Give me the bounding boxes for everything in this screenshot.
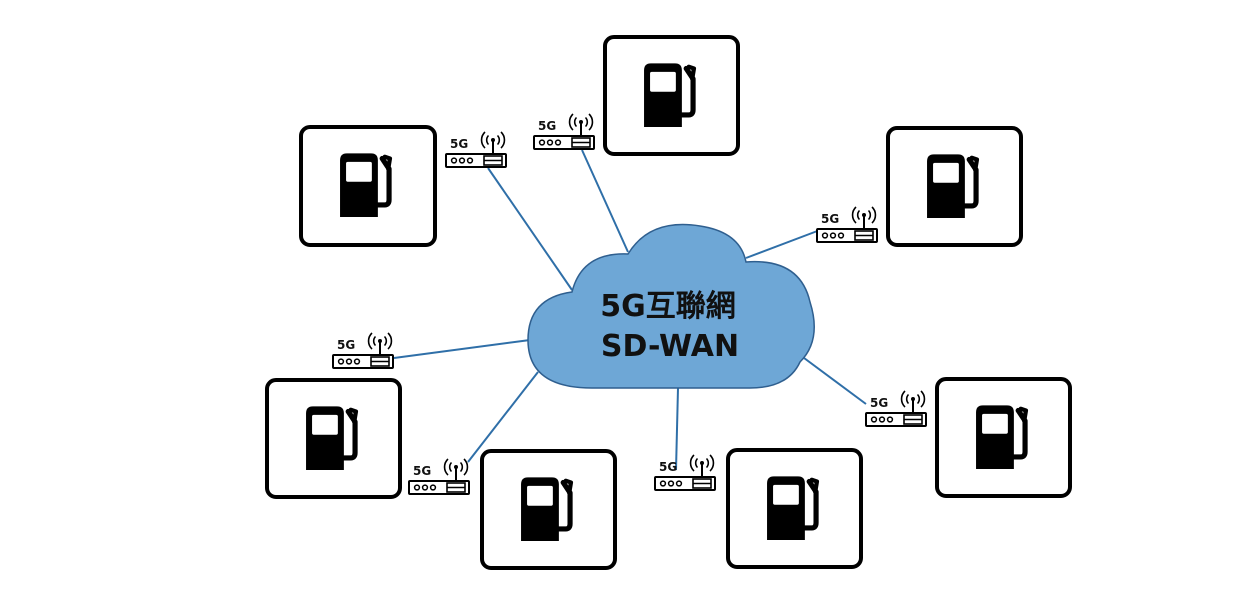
- station-bottom-right: [935, 377, 1072, 498]
- link-bottom-center: [675, 387, 679, 471]
- router-top-center: 5G: [533, 113, 595, 150]
- station-top-right: [886, 126, 1023, 247]
- sd-wan-cloud: 5G互聯網 SD-WAN: [527, 223, 815, 389]
- router-label: 5G: [538, 119, 556, 133]
- router-bottom-right: 5G: [865, 390, 927, 427]
- router-label: 5G: [659, 460, 677, 474]
- link-middle-left: [393, 339, 531, 359]
- cloud-title-line2: SD-WAN: [601, 329, 739, 364]
- link-top-left: [487, 167, 573, 291]
- station-middle-left: [265, 378, 402, 499]
- cloud-title-line1: 5G互聯網: [600, 289, 736, 324]
- router-middle-left: 5G: [332, 332, 394, 369]
- router-top-left: 5G: [445, 131, 507, 168]
- router-label: 5G: [870, 396, 888, 410]
- connection-lines: [393, 149, 867, 471]
- cloud-shape: [527, 223, 815, 389]
- router-label: 5G: [413, 464, 431, 478]
- station-bottom-center: [726, 448, 863, 569]
- link-bottom-right: [799, 354, 867, 405]
- router-label: 5G: [450, 137, 468, 151]
- router-label: 5G: [821, 212, 839, 226]
- router-label: 5G: [337, 338, 355, 352]
- router-bottom-left: 5G: [408, 458, 470, 495]
- link-top-center: [581, 149, 629, 253]
- link-bottom-left: [467, 371, 539, 463]
- station-bottom-left: [480, 449, 617, 570]
- station-top-left: [299, 125, 437, 247]
- router-top-right: 5G: [816, 206, 878, 243]
- router-bottom-center: 5G: [654, 454, 716, 491]
- station-top-center: [603, 35, 740, 156]
- link-top-right: [745, 229, 821, 259]
